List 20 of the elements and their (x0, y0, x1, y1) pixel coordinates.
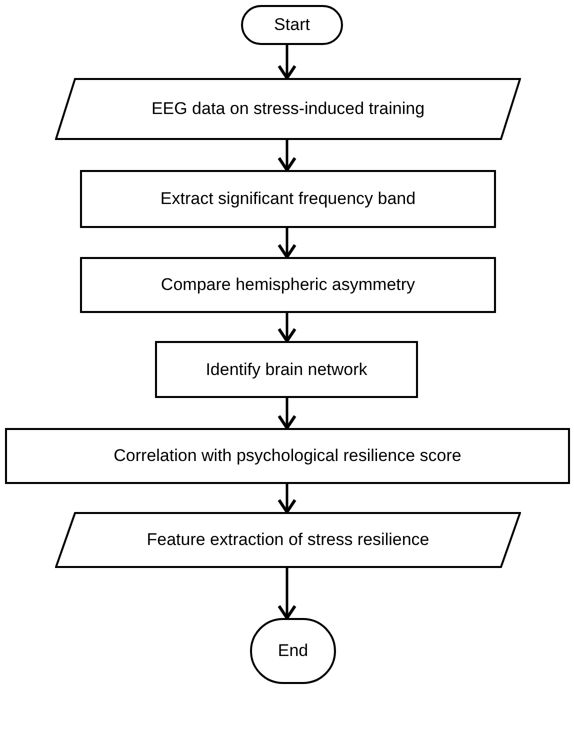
step-text: Identify brain network (204, 358, 368, 380)
step-text: Compare hemispheric asymmetry (160, 274, 416, 296)
step-text: Feature extraction of stress resilience (146, 529, 430, 551)
arrow (278, 398, 296, 430)
arrow (278, 568, 296, 620)
process-box (80, 170, 496, 228)
arrow (278, 45, 296, 80)
arrow (278, 484, 296, 514)
arrow (278, 140, 296, 172)
step-text: End (276, 640, 310, 662)
process-box (5, 428, 570, 484)
arrow (278, 313, 296, 342)
step-text: EEG data on stress-induced training (150, 98, 426, 120)
terminal-shape (241, 5, 343, 45)
process-box (80, 257, 496, 313)
step-text: Extract significant frequency band (159, 188, 417, 210)
step-text: Correlation with psychological resilience score (112, 445, 462, 467)
arrow (278, 228, 296, 258)
step-text: Start (273, 14, 311, 36)
process-box (155, 341, 418, 398)
